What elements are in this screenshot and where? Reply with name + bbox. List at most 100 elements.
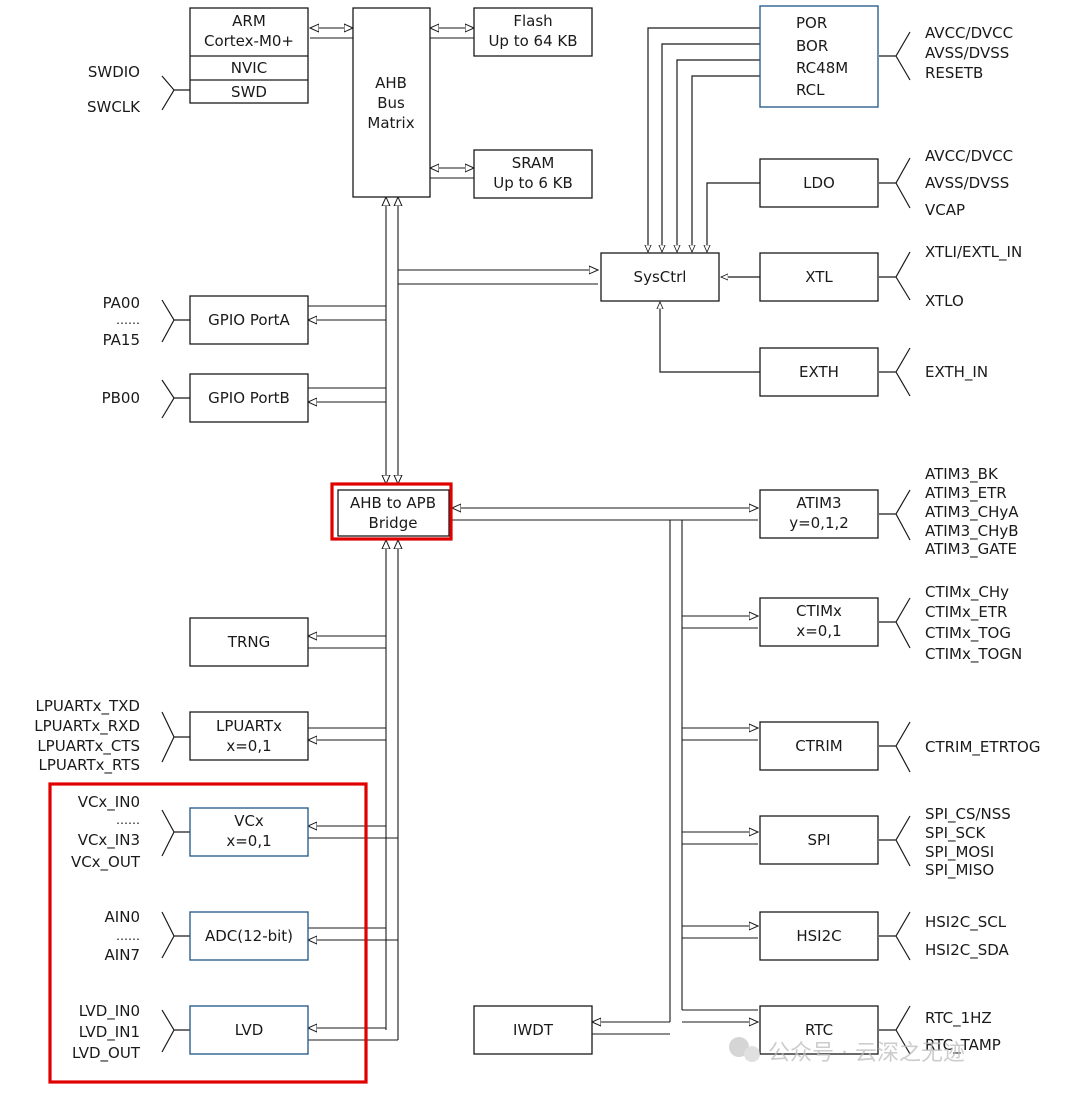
- signal-pb00: PB00: [102, 389, 140, 407]
- signal-rtc-tamp: RTC_TAMP: [925, 1036, 1001, 1055]
- lpuart-label-1: LPUARTx: [216, 717, 282, 735]
- sysctrl-label: SysCtrl: [634, 268, 687, 286]
- signal-atim3-etr: ATIM3_ETR: [925, 484, 1007, 503]
- vcx-label-1: VCx: [234, 812, 264, 830]
- nvic-label: NVIC: [231, 59, 267, 77]
- signal-hsi2c-scl: HSI2C_SCL: [925, 913, 1007, 932]
- ctimx-label-2: x=0,1: [796, 622, 841, 640]
- por-bor-block: POR BOR RC48M RCL: [759, 5, 879, 108]
- bor-label: BOR: [796, 37, 828, 55]
- signal-pa-ellipsis: ……: [116, 313, 140, 327]
- bridge-label-2: Bridge: [369, 514, 418, 532]
- signal-xtli: XTLI/EXTL_IN: [925, 243, 1022, 262]
- ctrim-block: CTRIM: [759, 721, 879, 771]
- signal-ctrim-etrtog: CTRIM_ETRTOG: [925, 738, 1041, 757]
- signal-ain0: AIN0: [105, 908, 140, 926]
- signal-vcx-ellipsis: ……: [116, 813, 140, 827]
- arm-label-1: ARM: [232, 12, 266, 30]
- signal-swdio: SWDIO: [88, 63, 140, 81]
- ctimx-label-1: CTIMx: [796, 602, 842, 620]
- signal-lpuart-rxd: LPUARTx_RXD: [34, 717, 140, 736]
- watermark: 公众号 · 云深之无迹: [729, 1037, 965, 1066]
- signal-lpuart-cts: LPUARTx_CTS: [37, 737, 140, 756]
- trng-label: TRNG: [227, 633, 270, 651]
- rcl-label: RCL: [796, 81, 825, 99]
- signal-lvd-in1: LVD_IN1: [79, 1023, 140, 1042]
- xtl-block: XTL: [759, 252, 879, 302]
- adc-label: ADC(12-bit): [205, 927, 293, 945]
- signal-por-avcc: AVCC/DVCC: [925, 24, 1013, 42]
- iwdt-label: IWDT: [513, 1021, 554, 1039]
- vcx-block: VCx x=0,1: [189, 807, 309, 857]
- rc48m-label: RC48M: [796, 59, 848, 77]
- signal-atim3-chya: ATIM3_CHyA: [925, 503, 1019, 522]
- rtc-block: RTC: [759, 1005, 879, 1055]
- signal-pa00: PA00: [103, 294, 140, 312]
- ahb-label-2: Bus: [377, 94, 405, 112]
- signal-atim3-gate: ATIM3_GATE: [925, 540, 1017, 559]
- signal-ldo-avcc: AVCC/DVCC: [925, 147, 1013, 165]
- cpu-core: ARM Cortex-M0+ NVIC SWD: [189, 7, 309, 104]
- signal-spi-mosi: SPI_MOSI: [925, 843, 994, 862]
- ahb-apb-bridge-block: AHB to APB Bridge: [337, 489, 450, 537]
- exth-label: EXTH: [799, 363, 839, 381]
- adc-block: ADC(12-bit): [189, 911, 309, 961]
- sysctrl-block: SysCtrl: [600, 252, 720, 302]
- xtl-label: XTL: [805, 268, 833, 286]
- sram-label-1: SRAM: [512, 154, 555, 172]
- wechat-icon-bubble: [744, 1046, 760, 1062]
- right-signal-labels: AVCC/DVCC AVSS/DVSS RESETB AVCC/DVCC AVS…: [925, 24, 1041, 1055]
- ctimx-block: CTIMx x=0,1: [759, 597, 879, 647]
- signal-atim3-chyb: ATIM3_CHyB: [925, 522, 1019, 541]
- gpio-portb-label: GPIO PortB: [208, 389, 290, 407]
- signal-lvd-in0: LVD_IN0: [79, 1002, 140, 1021]
- arm-label-2: Cortex-M0+: [204, 32, 294, 50]
- signal-spi-miso: SPI_MISO: [925, 861, 994, 880]
- atim3-label-1: ATIM3: [796, 494, 841, 512]
- signal-brackets: [161, 31, 911, 1055]
- bridge-label-1: AHB to APB: [350, 494, 436, 512]
- signal-pa15: PA15: [103, 331, 140, 349]
- signal-ain-ellipsis: ……: [116, 929, 140, 943]
- ldo-label: LDO: [803, 174, 835, 192]
- signal-ctimx-chy: CTIMx_CHy: [925, 583, 1009, 602]
- signal-ain7: AIN7: [105, 946, 140, 964]
- signal-ctimx-etr: CTIMx_ETR: [925, 603, 1007, 622]
- signal-exth-in: EXTH_IN: [925, 363, 988, 382]
- signal-lpuart-txd: LPUARTx_TXD: [35, 697, 140, 716]
- signal-vcx-out: VCx_OUT: [71, 853, 141, 872]
- gpio-porta-label: GPIO PortA: [208, 311, 290, 329]
- ldo-block: LDO: [759, 158, 879, 208]
- signal-ldo-avss: AVSS/DVSS: [925, 174, 1009, 192]
- flash-block: Flash Up to 64 KB: [473, 7, 593, 57]
- watermark-text: 公众号 · 云深之无迹: [768, 1041, 965, 1066]
- lpuart-block: LPUARTx x=0,1: [189, 711, 309, 761]
- rtc-label: RTC: [805, 1021, 833, 1039]
- signal-swclk: SWCLK: [87, 98, 141, 116]
- sysctrl-feed-lines: [648, 27, 760, 373]
- spi-label: SPI: [808, 831, 831, 849]
- flash-label-1: Flash: [513, 12, 552, 30]
- signal-lvd-out: LVD_OUT: [72, 1044, 141, 1063]
- signal-spi-sck: SPI_SCK: [925, 824, 986, 843]
- ahb-label-3: Matrix: [367, 114, 414, 132]
- sram-label-2: Up to 6 KB: [493, 174, 573, 192]
- atim3-label-2: y=0,1,2: [789, 514, 849, 532]
- hsi2c-label: HSI2C: [796, 927, 841, 945]
- ahb-label-1: AHB: [375, 74, 407, 92]
- wechat-icon: [729, 1037, 749, 1057]
- bridge-highlight-box: [330, 482, 453, 541]
- signal-por-avss: AVSS/DVSS: [925, 44, 1009, 62]
- signal-rtc-1hz: RTC_1HZ: [925, 1009, 992, 1028]
- signal-vcx-in0: VCx_IN0: [78, 793, 140, 812]
- signal-ctimx-tog: CTIMx_TOG: [925, 624, 1011, 643]
- lvd-label: LVD: [235, 1021, 264, 1039]
- trng-block: TRNG: [189, 617, 309, 667]
- signal-vcap: VCAP: [925, 201, 965, 219]
- atim3-block: ATIM3 y=0,1,2: [759, 489, 879, 539]
- signal-atim3-bk: ATIM3_BK: [925, 465, 999, 484]
- lpuart-label-2: x=0,1: [226, 737, 271, 755]
- swd-label: SWD: [231, 83, 267, 101]
- sram-block: SRAM Up to 6 KB: [473, 149, 593, 199]
